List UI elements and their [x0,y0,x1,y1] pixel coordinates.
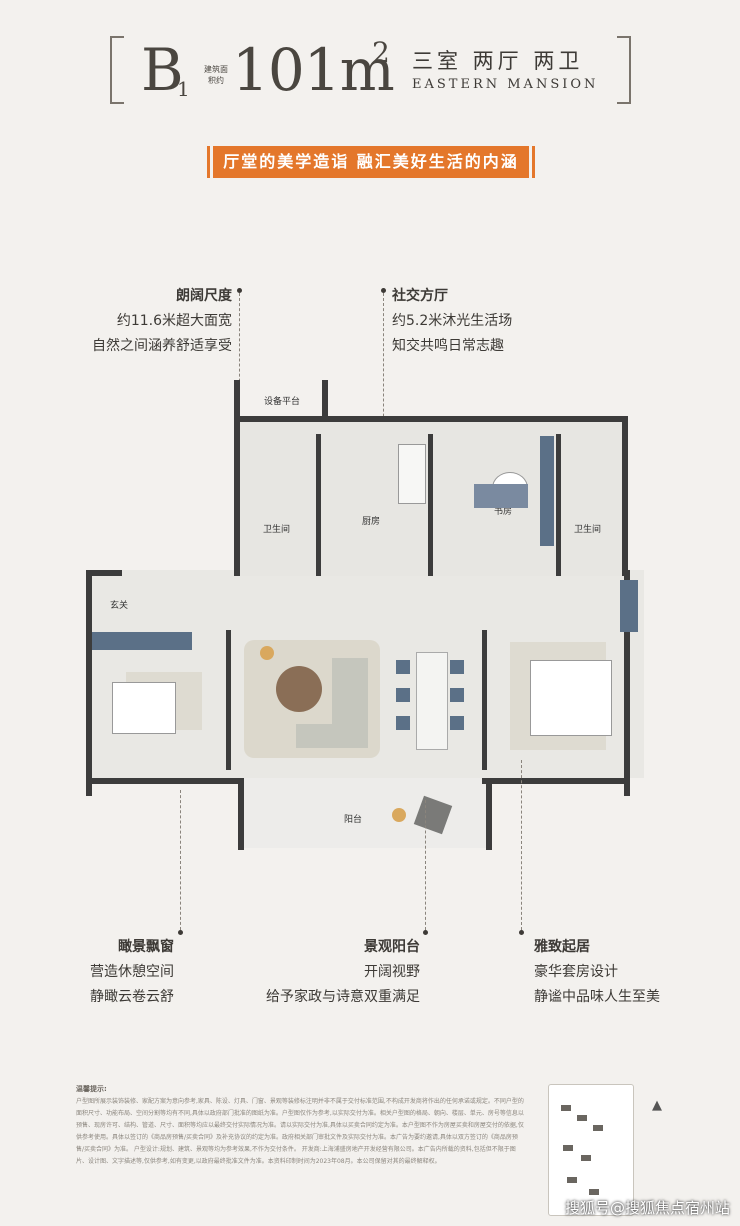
room-label-bath2: 卫生间 [574,525,602,535]
annotation-line: 静瞰云卷云舒 [90,989,174,1005]
coffee-table [276,666,322,712]
room-label-bath1: 卫生间 [263,525,291,535]
annotation-wide-frontage: 朗阔尺度 约11.6米超大面宽 自然之间涵养舒适享受 [92,284,232,359]
area-label: 建筑面积约 [204,65,228,85]
slogan-bar-left [207,146,210,178]
leader-dot [423,930,428,935]
unit-code-sub: 1 [177,77,190,101]
annotation-social-hall: 社交方厅 约5.2米沐光生活场 知交共鸣日常志趣 [392,284,512,359]
bedroom-bed [112,682,176,734]
dining-chair [396,688,410,702]
dining-table [416,652,448,750]
study-bookshelf [540,436,554,546]
room-label-foyer: 玄关 [110,601,129,611]
annotation-line: 静谧中品味人生至美 [534,989,660,1005]
study-desk [474,484,528,508]
notes-body: 户型图所展示装饰装修、家配方案为意向参考,家具、陈设、灯具、门窗、景观等装修标注… [76,1098,524,1165]
building-block [593,1125,603,1131]
annotation-line: 开阔视野 [364,964,420,980]
notes-title: 温馨提示: [76,1085,107,1093]
room-label-balcony: 阳台 [344,815,363,825]
leader-dot [237,288,242,293]
dining-chair [450,688,464,702]
dining-chair [396,660,410,674]
wardrobe [620,580,638,632]
kitchen-stove [398,444,426,504]
wall [622,416,628,576]
shoe-cabinet [92,632,192,650]
sofa-chaise [296,724,368,748]
master-bed [530,660,612,736]
leader-dot [381,288,386,293]
floor-plan: 设备平台 卫生间 厨房 书房 卫生间 玄关 卧室 客厅 餐厅 主卧 阳台 [86,380,646,860]
leader-line [521,760,523,930]
leader-dot [519,930,524,935]
slogan-bar-right [532,146,535,178]
wall [86,778,238,784]
area-value: 101m [232,36,395,104]
leader-line [180,790,182,930]
room-label-kitchen: 厨房 [362,517,381,527]
leader-line [425,800,427,930]
wall [486,778,492,850]
room-label-study: 书房 [494,507,513,517]
building-block [567,1177,577,1183]
annotation-title: 瞰景飘窗 [118,939,174,955]
building-block [561,1105,571,1111]
north-arrow-icon: ▲ [652,1098,662,1113]
annotation-line: 约11.6米超大面宽 [116,313,232,329]
area-unit-sup: 2 [372,36,390,69]
slogan-banner: 厅堂的美学造诣 融汇美好生活的内涵 [213,146,529,178]
building-block [589,1189,599,1195]
header-bracket-left [110,36,124,104]
wall [624,570,630,796]
annotation-title: 社交方厅 [392,288,448,304]
wall [86,570,122,576]
annotation-title: 朗阔尺度 [176,288,232,304]
wall [322,380,328,420]
annotation-balcony: 景观阳台 开阔视野 给予家政与诗意双重满足 [266,935,420,1010]
balcony-floor [238,778,492,848]
annotation-line: 知交共鸣日常志趣 [392,338,504,354]
dining-chair [396,716,410,730]
annotation-line: 豪华套房设计 [534,964,618,980]
building-block [577,1115,587,1121]
header-bracket-right [617,36,631,104]
north-rooms [238,416,628,576]
building-block [581,1155,591,1161]
annotation-title: 景观阳台 [364,939,420,955]
wall [234,380,240,576]
annotation-master-suite: 雅致起居 豪华套房设计 静谧中品味人生至美 [534,935,660,1010]
project-name-en: EASTERN MANSION [412,77,599,92]
wall [428,434,433,576]
wall [316,434,321,576]
balcony-table [392,808,406,822]
watermark: 搜狐号@搜狐焦点宿州站 [564,1199,730,1217]
annotation-line: 营造休憩空间 [90,964,174,980]
wall [482,778,630,784]
annotation-bay-window: 瞰景飘窗 营造休憩空间 静瞰云卷云舒 [90,935,174,1010]
unit-code: B [141,36,184,104]
dining-chair [450,660,464,674]
wall [238,778,244,850]
annotation-line: 给予家政与诗意双重满足 [266,989,420,1005]
annotation-title: 雅致起居 [534,939,590,955]
site-plan-map [548,1084,634,1216]
annotation-line: 约5.2米沐光生活场 [392,313,513,329]
wall [556,434,561,576]
wall [86,570,92,796]
wall [226,630,231,770]
side-lamp [260,646,274,660]
dining-chair [450,716,464,730]
wall [234,416,624,422]
leader-dot [178,930,183,935]
annotation-line: 自然之间涵养舒适享受 [92,338,232,354]
building-block [563,1145,573,1151]
room-label-equipment: 设备平台 [264,397,301,407]
wall [482,630,487,770]
layout-type: 三室 两厅 两卫 [412,49,584,73]
